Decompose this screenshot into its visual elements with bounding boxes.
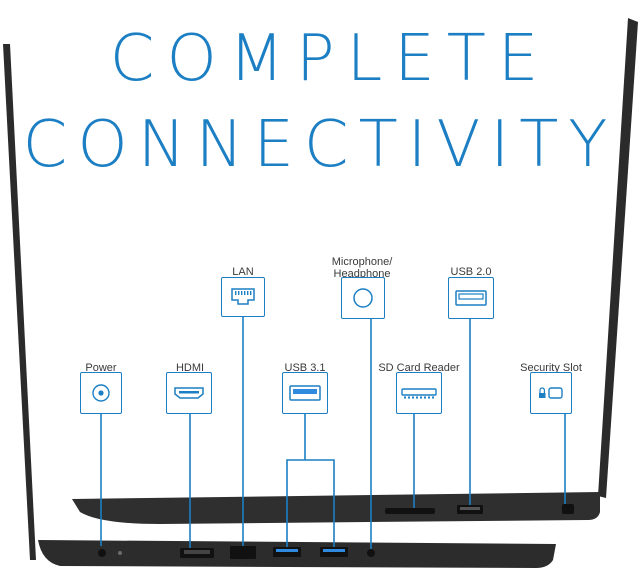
sd-slot-shape xyxy=(385,508,435,514)
headphone-jack-icon xyxy=(353,288,373,308)
lan-port-shape xyxy=(230,546,256,559)
power-port-icon xyxy=(92,384,110,402)
hdmi-box xyxy=(166,372,212,414)
lan-label: LAN xyxy=(232,266,254,278)
security-box xyxy=(530,372,572,414)
sd-label: SD Card Reader xyxy=(378,362,460,374)
headline-line-2: CONNECTIVITY xyxy=(22,108,618,182)
headline-line-1: COMPLETE xyxy=(109,22,551,96)
sd-box xyxy=(396,372,442,414)
screen-right-edge xyxy=(598,18,638,498)
audio-jack-shape xyxy=(367,549,375,557)
audio-box xyxy=(341,277,385,319)
usb31-box xyxy=(282,372,328,414)
laptop-rear-base xyxy=(72,492,600,524)
security-lock-icon xyxy=(539,387,563,399)
power-jack-shape xyxy=(98,549,106,557)
hdmi-port-icon xyxy=(174,387,204,399)
usb20-box xyxy=(448,277,494,319)
power-label: Power xyxy=(85,362,117,374)
sd-card-slot-icon xyxy=(401,388,437,399)
hdmi-label: HDMI xyxy=(175,362,205,374)
screen-left-edge xyxy=(3,44,36,560)
lan-box xyxy=(221,277,265,317)
usb20-label: USB 2.0 xyxy=(450,266,492,278)
power-box xyxy=(80,372,122,414)
usb31-label: USB 3.1 xyxy=(284,362,326,374)
audio-label-line-1: Microphone/ xyxy=(331,256,393,268)
usb-3-port-icon xyxy=(289,385,321,401)
lock-slot-shape xyxy=(562,504,574,514)
ethernet-port-icon xyxy=(231,288,255,305)
usb-2-port-icon xyxy=(455,290,487,306)
security-label: Security Slot xyxy=(520,362,582,374)
